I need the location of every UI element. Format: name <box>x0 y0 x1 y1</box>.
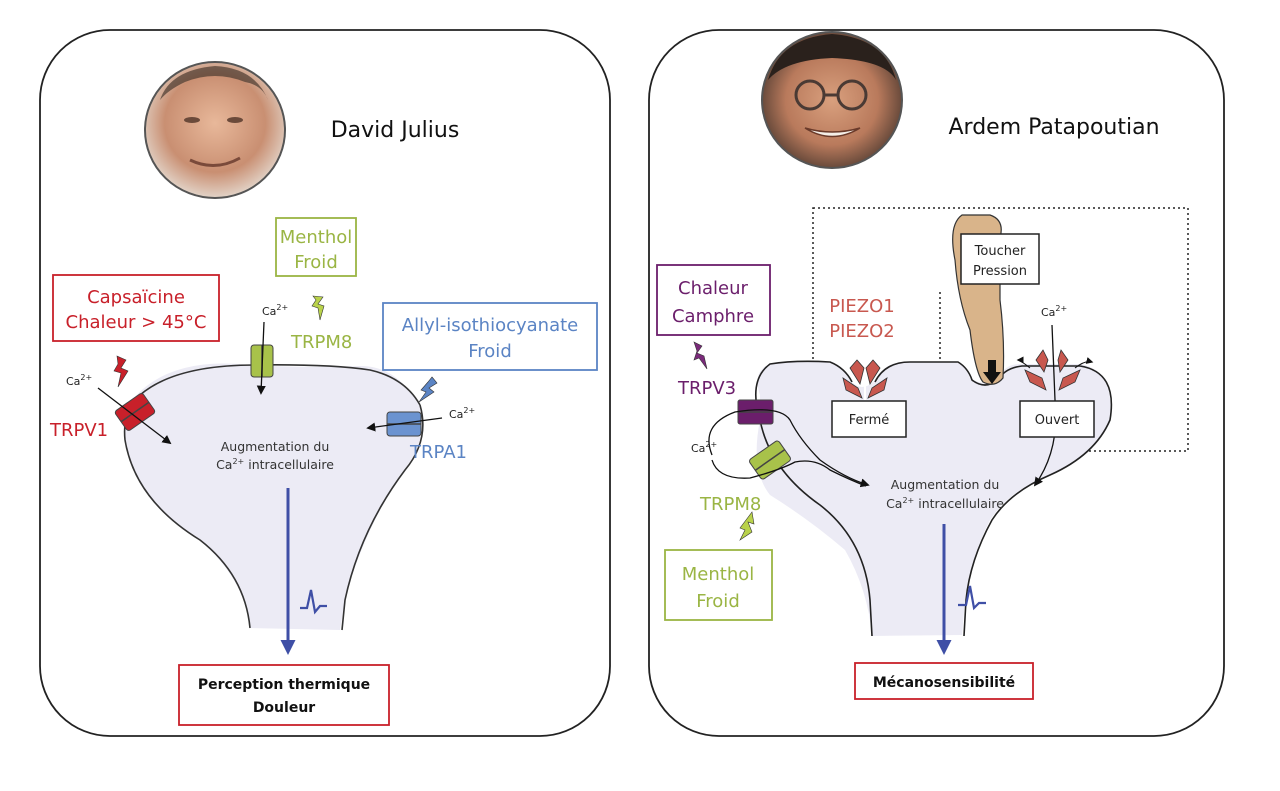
channel-label-trpa1: TRPA1 <box>409 442 467 463</box>
ca-flow-arrow <box>708 409 870 488</box>
stimulus-capsaicin: Capsaïcine Chaleur > 45°C <box>52 274 220 342</box>
channel-trpv3 <box>737 399 774 425</box>
intracellular-calcium-label-line2: Ca2+ intracellulaire <box>216 457 334 472</box>
lightning-icon-blue <box>418 376 438 403</box>
ca-ion-label: Ca2+ <box>1041 304 1067 319</box>
portrait-ardem-patapoutian <box>761 31 903 169</box>
stimulus-menthol-right: Menthol Froid <box>664 549 773 621</box>
ca-ion-label: Ca2+ <box>262 303 288 318</box>
state-closed-box: Fermé <box>831 400 907 438</box>
svg-text:Chaleur > 45°C: Chaleur > 45°C <box>66 312 207 333</box>
state-open-box: Ouvert <box>1019 400 1095 438</box>
left-panel: David Julius Capsaïcine Chaleur > 45°C M… <box>39 29 611 737</box>
stimulus-camphor: Chaleur Camphre <box>656 264 771 336</box>
right-panel: Ardem Patapoutian PIEZO1 PIEZO2 Fermé To… <box>648 29 1225 737</box>
laureate-name: David Julius <box>331 118 460 143</box>
ca-ion-label: Ca2+ <box>691 440 717 455</box>
lightning-icon-green <box>311 295 325 321</box>
portrait-david-julius <box>144 61 286 199</box>
lightning-icon-purple <box>693 341 708 370</box>
opening-arrow <box>1016 356 1031 369</box>
svg-text:Mécanosensibilité: Mécanosensibilité <box>873 675 1015 691</box>
laureate-name: Ardem Patapoutian <box>948 115 1159 140</box>
outcome-box: Perception thermique Douleur <box>178 664 390 726</box>
opening-arrow <box>1074 357 1094 369</box>
svg-text:Chaleur: Chaleur <box>678 278 748 299</box>
channel-label-trpm8-right: TRPM8 <box>699 494 761 515</box>
channel-trpa1 <box>386 411 422 437</box>
outcome-box: Mécanosensibilité <box>854 662 1034 700</box>
intracellular-calcium-label-line2: Ca2+ intracellulaire <box>886 496 1004 511</box>
lightning-icon-green <box>739 511 755 541</box>
action-potential-icon <box>958 585 986 611</box>
stimulus-touch-box: Toucher Pression <box>960 233 1040 285</box>
ca-flow-arrow <box>256 321 266 395</box>
neuron-cell-body <box>125 363 423 630</box>
ca-ion-label: Ca2+ <box>66 373 92 388</box>
ca-ion-label: Ca2+ <box>449 406 475 421</box>
channel-label-piezo1: PIEZO1 <box>829 296 895 317</box>
channel-label-piezo2: PIEZO2 <box>829 321 895 342</box>
lightning-icon-red <box>113 355 129 388</box>
svg-text:Fermé: Fermé <box>849 413 890 428</box>
intracellular-calcium-label: Augmentation du <box>221 439 330 454</box>
stimulus-allyl-isothiocyanate: Allyl-isothiocyanate Froid <box>382 302 598 371</box>
svg-text:Toucher: Toucher <box>974 244 1026 259</box>
svg-text:Ouvert: Ouvert <box>1035 413 1080 428</box>
channel-piezo-open <box>1024 349 1081 391</box>
ca-flow-arrow <box>366 417 443 432</box>
svg-text:Douleur: Douleur <box>253 700 315 716</box>
svg-text:Froid: Froid <box>294 252 338 273</box>
channel-label-trpm8: TRPM8 <box>290 332 352 353</box>
svg-text:Camphre: Camphre <box>672 306 754 327</box>
ca-flow-arrow <box>711 459 867 487</box>
svg-text:Menthol: Menthol <box>682 564 755 585</box>
pressure-arrow-icon <box>983 360 1001 384</box>
channel-piezo-closed <box>842 359 888 400</box>
svg-text:Froid: Froid <box>696 591 740 612</box>
stimulus-menthol: Menthol Froid <box>275 217 357 277</box>
svg-text:Capsaïcine: Capsaïcine <box>87 287 185 308</box>
svg-text:Pression: Pression <box>973 264 1027 279</box>
svg-text:Perception thermique: Perception thermique <box>198 677 370 693</box>
svg-text:Froid: Froid <box>468 341 512 362</box>
ca-flow-arrow <box>97 387 172 445</box>
svg-text:Allyl-isothiocyanate: Allyl-isothiocyanate <box>402 315 578 336</box>
svg-text:Menthol: Menthol <box>280 227 353 248</box>
action-potential-icon <box>300 589 327 615</box>
channel-label-trpv3: TRPV3 <box>677 378 736 399</box>
channel-label-trpv1: TRPV1 <box>49 420 108 441</box>
intracellular-calcium-label: Augmentation du <box>891 477 1000 492</box>
